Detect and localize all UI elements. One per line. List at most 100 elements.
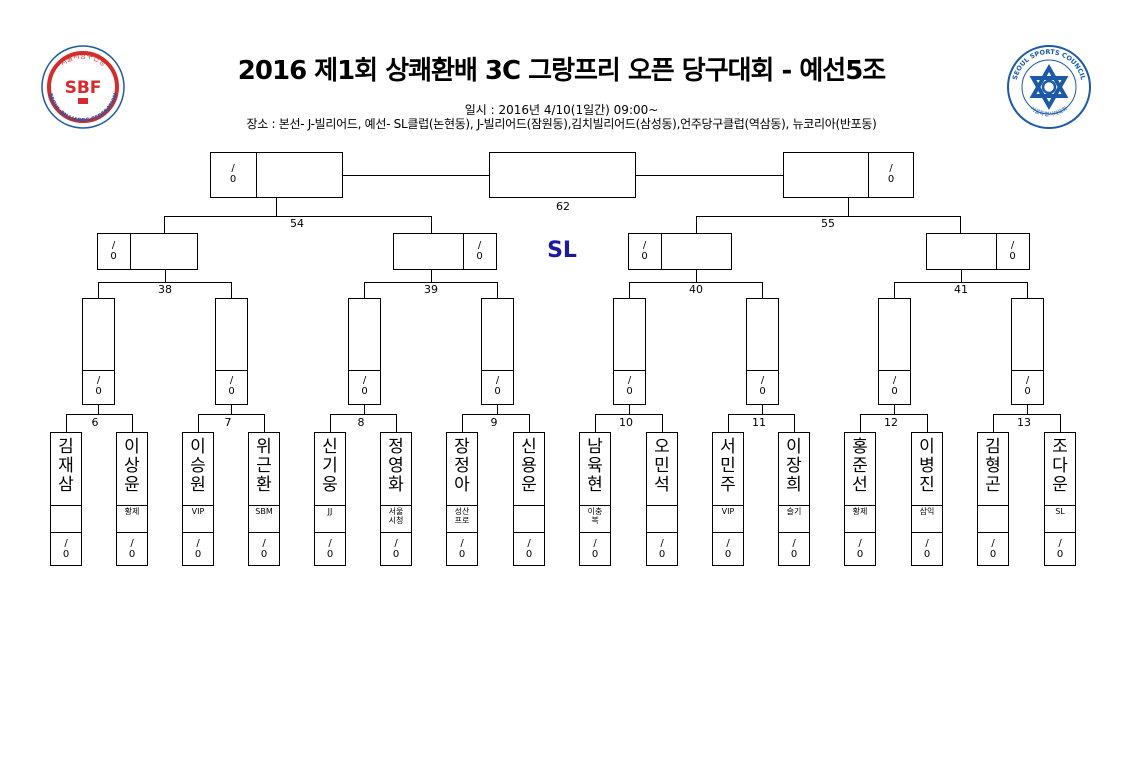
player-name: 이 상 윤 [124, 437, 140, 495]
bracket-line [198, 414, 199, 433]
match-number: 40 [689, 283, 703, 296]
bracket-line [164, 216, 165, 234]
card-divider [911, 505, 943, 506]
player-card[interactable] [380, 432, 412, 566]
bracket-line [165, 270, 166, 283]
slot-score: / 0 [891, 375, 898, 397]
bracket-line [98, 404, 99, 415]
card-divider [380, 505, 412, 506]
bracket-line [762, 404, 763, 415]
slot-score: / 0 [476, 240, 483, 262]
player-card[interactable] [513, 432, 545, 566]
bracket-line [728, 414, 795, 415]
bracket-line [164, 216, 432, 217]
match-slot[interactable] [481, 298, 514, 405]
slot-score: / 0 [95, 375, 102, 397]
final-slot[interactable] [489, 152, 636, 198]
match-number: 7 [224, 416, 232, 429]
bracket-line [960, 216, 961, 234]
player-card[interactable] [182, 432, 214, 566]
match-number: 6 [91, 416, 99, 429]
match-slot[interactable] [348, 298, 381, 405]
player-club: 황제 [852, 507, 868, 516]
player-card[interactable] [116, 432, 148, 566]
card-divider [182, 505, 214, 506]
match-slot[interactable] [926, 233, 1030, 270]
match-slot[interactable] [783, 152, 914, 198]
player-name: 김 형 곤 [985, 437, 1001, 495]
bracket-line [762, 282, 763, 299]
player-card[interactable] [314, 432, 346, 566]
player-name: 위 근 환 [256, 437, 272, 495]
bracket-line [431, 270, 432, 283]
card-divider [513, 505, 545, 506]
player-card[interactable] [844, 432, 876, 566]
match-slot[interactable] [628, 233, 732, 270]
card-divider [844, 505, 876, 506]
card-divider [911, 532, 943, 533]
card-divider [116, 505, 148, 506]
bracket-line [276, 198, 277, 217]
player-card[interactable] [248, 432, 280, 566]
bracket-line [894, 282, 895, 299]
match-slot[interactable] [878, 298, 911, 405]
card-divider [646, 532, 678, 533]
player-score: / 0 [724, 538, 732, 560]
player-club: JJ [327, 507, 333, 516]
bracket-line [696, 270, 697, 283]
player-club: SL [1055, 507, 1065, 516]
match-slot[interactable] [393, 233, 497, 270]
player-card[interactable] [712, 432, 744, 566]
slot-divider [130, 233, 131, 270]
bracket-line [595, 414, 596, 433]
slot-divider [481, 370, 514, 371]
slot-score: / 0 [887, 163, 895, 185]
slot-score: / 0 [229, 163, 237, 185]
bracket-line [132, 414, 133, 433]
player-score: / 0 [260, 538, 268, 560]
bracket-line [848, 198, 849, 217]
match-slot[interactable] [613, 298, 646, 405]
card-divider [248, 532, 280, 533]
slot-score: / 0 [1024, 375, 1031, 397]
player-card[interactable] [446, 432, 478, 566]
bracket-line [497, 282, 498, 299]
player-name: 정 영 화 [388, 437, 404, 495]
bracket-line [231, 404, 232, 415]
player-club: 서울 시청 [388, 507, 404, 525]
player-club [977, 507, 1009, 531]
sbf-mark-text: SBF [65, 78, 102, 98]
match-number: 38 [158, 283, 172, 296]
bracket-line [66, 414, 133, 415]
card-divider [712, 532, 744, 533]
ssc-logo: SEOUL SPORTS COUNCIL 서울특별시체육회 [1007, 45, 1091, 129]
card-divider [50, 505, 82, 506]
match-number: 10 [619, 416, 633, 429]
player-club [513, 507, 545, 531]
bracket-line [1060, 414, 1061, 433]
bracket-line [629, 282, 630, 299]
card-divider [446, 532, 478, 533]
player-card[interactable] [646, 432, 678, 566]
slot-divider [1011, 370, 1044, 371]
event-date: 일시 : 2016년 4/10(1일간) 09:00~ [464, 103, 659, 117]
match-slot[interactable] [210, 152, 343, 198]
match-slot[interactable] [1011, 298, 1044, 405]
bracket-line [728, 414, 729, 433]
player-card[interactable] [977, 432, 1009, 566]
player-card[interactable] [579, 432, 611, 566]
player-name: 김 재 삼 [58, 437, 74, 495]
player-score: / 0 [392, 538, 400, 560]
slot-divider [746, 370, 779, 371]
player-name: 신 기 웅 [322, 437, 338, 495]
player-name: 장 정 아 [454, 437, 470, 495]
bracket-line [231, 282, 232, 299]
match-slot[interactable] [746, 298, 779, 405]
slot-score: / 0 [228, 375, 235, 397]
player-score: / 0 [591, 538, 599, 560]
player-card[interactable] [50, 432, 82, 566]
bracket-line [794, 414, 795, 433]
player-score: / 0 [1056, 538, 1064, 560]
match-slot[interactable] [97, 233, 198, 270]
card-divider [182, 532, 214, 533]
